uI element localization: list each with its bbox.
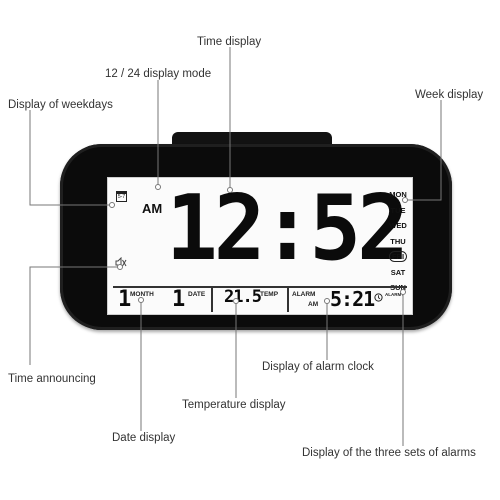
alarm-set-label: ALARMT xyxy=(385,292,404,297)
label-week-display: Week display xyxy=(415,89,484,101)
alarm-time: 5:21 xyxy=(330,287,375,311)
month-value: 1 xyxy=(118,287,131,312)
label-weekdays-display: Display of weekdays xyxy=(8,99,113,111)
lcd-screen: 5-7 AM 12:52 MON TUE WED THU FRI SAT SUN… xyxy=(107,176,413,315)
main-time: 12:52 xyxy=(166,176,409,281)
calendar-icon-text: 5-7 xyxy=(117,194,126,200)
ampm-indicator: AM xyxy=(142,201,163,216)
screen-divider xyxy=(113,286,407,288)
label-three-alarms: Display of the three sets of alarms xyxy=(302,447,476,459)
label-alarm-clock-display: Display of alarm clock xyxy=(262,361,374,373)
weekday-sat: SAT xyxy=(390,267,406,277)
date-label: DATE xyxy=(188,291,206,298)
weekday-wed: WED xyxy=(389,221,407,230)
date-cell: 1 DATE xyxy=(160,287,210,313)
calendar-icon: 5-7 xyxy=(116,191,127,202)
alarm-ampm: AM xyxy=(308,301,319,308)
weekday-list: MON TUE WED THU FRI SAT SUN xyxy=(384,187,412,296)
month-cell: 1 MONTH xyxy=(116,287,176,313)
weekday-sun: SUN xyxy=(390,283,406,292)
speaker-mute-icon xyxy=(115,256,127,272)
label-time-announcing: Time announcing xyxy=(8,373,96,385)
weekday-mon: MON xyxy=(389,190,407,199)
alarm-bell-icon xyxy=(374,289,383,307)
cell-separator xyxy=(211,288,213,312)
label-time-display: Time display xyxy=(197,36,262,48)
label-12-24-mode: 12 / 24 display mode xyxy=(105,68,212,80)
weekday-fri: FRI xyxy=(384,249,412,265)
alarm-cell: ALARM AM 5:21 ALARMT xyxy=(290,287,408,313)
label-temperature-display: Temperature display xyxy=(182,399,286,411)
weekday-thu: THU xyxy=(390,236,406,246)
label-date-display: Date display xyxy=(112,432,176,444)
temp-label: TEMP xyxy=(260,291,279,298)
weekday-tue: TUE xyxy=(390,205,406,215)
date-value: 1 xyxy=(172,287,185,312)
month-label: MONTH xyxy=(130,291,154,298)
alarm-label: ALARM xyxy=(292,291,316,298)
cell-separator xyxy=(287,288,289,312)
temp-cell: 21.5 TEMP xyxy=(214,287,286,313)
temp-value: 21.5 xyxy=(224,287,262,307)
